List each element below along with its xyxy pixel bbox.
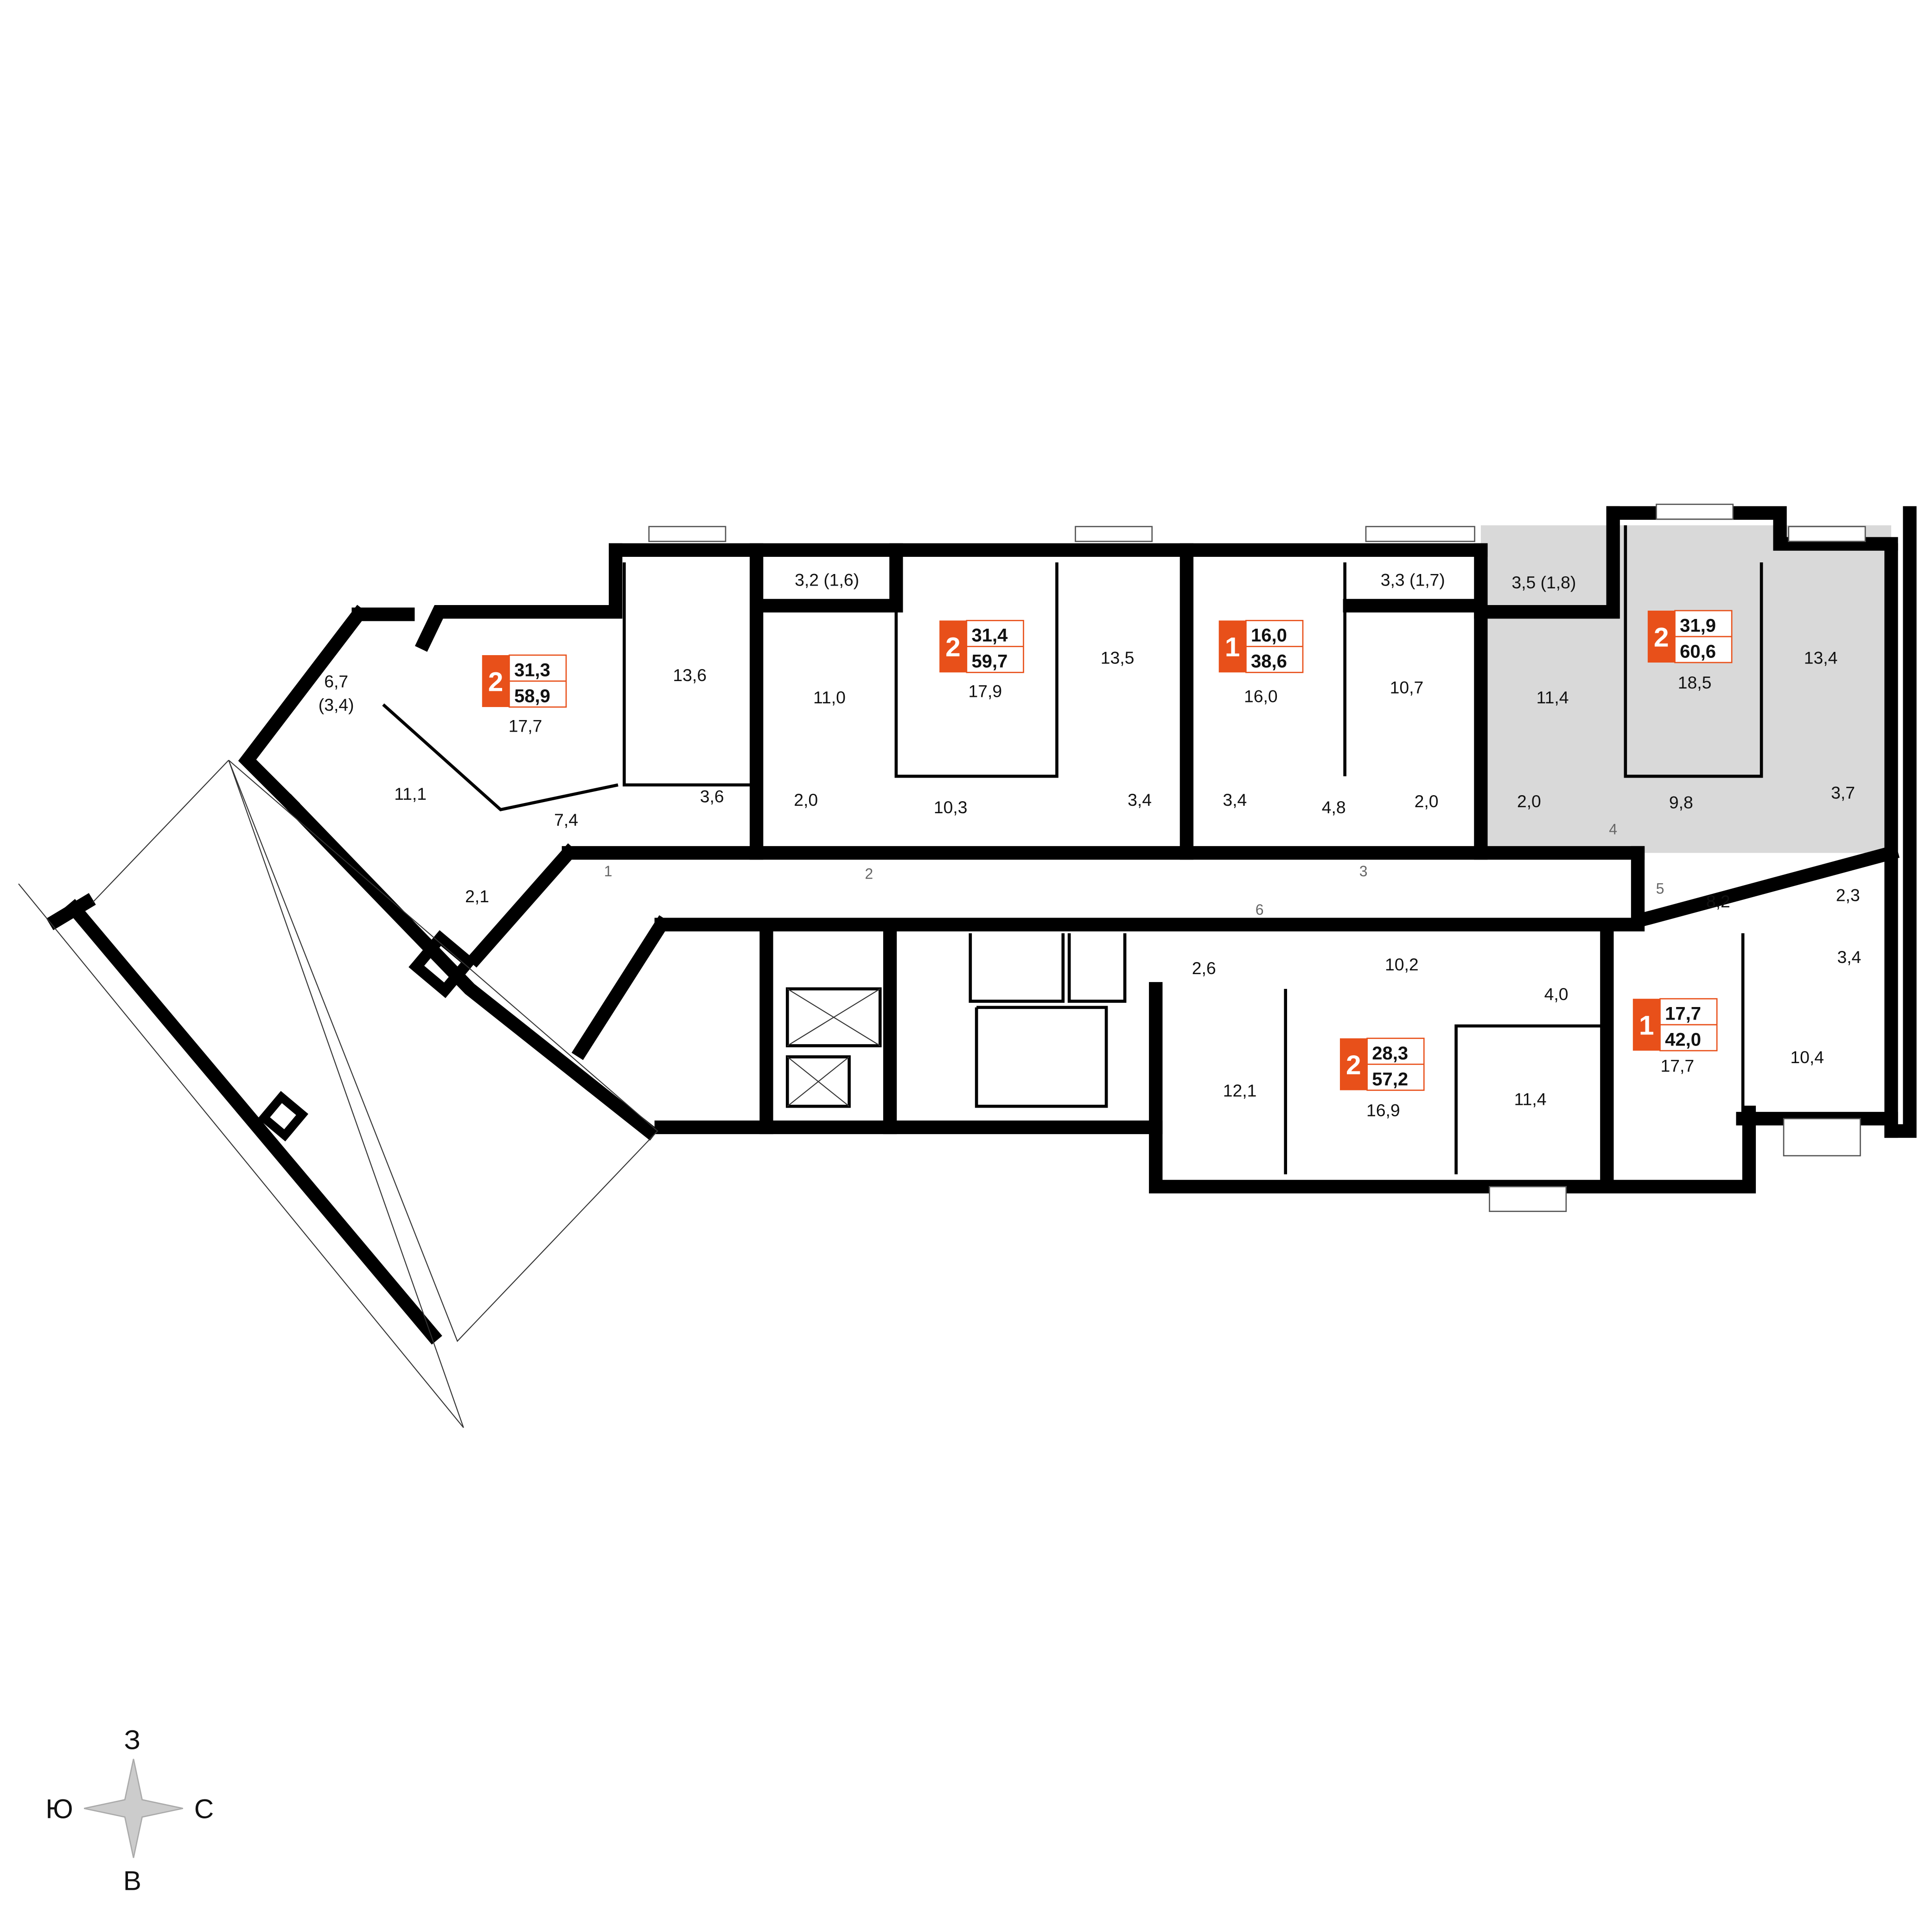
entrance-number: 3 <box>1359 863 1368 880</box>
room-area: 2,0 <box>794 790 818 810</box>
compass-east: С <box>194 1794 214 1824</box>
room-area: 2,6 <box>1192 958 1216 978</box>
apartment-badge[interactable]: 2 28,3 57,2 <box>1339 1038 1425 1091</box>
compass-star-icon <box>84 1759 183 1858</box>
living-area: 31,9 <box>1680 615 1716 636</box>
terrace-outline <box>18 759 658 1428</box>
room-area: 2,0 <box>1517 791 1541 811</box>
room-area: 3,6 <box>700 786 724 806</box>
room-area: 10,2 <box>1385 955 1419 974</box>
entrance-number: 1 <box>604 863 612 880</box>
living-area: 16,0 <box>1251 625 1287 646</box>
total-area: 60,6 <box>1680 641 1716 662</box>
room-area: (3,4) <box>319 695 354 714</box>
entrance-number: 2 <box>865 866 873 882</box>
room-area: 17,7 <box>1660 1056 1694 1075</box>
room-area: 7,4 <box>554 810 578 829</box>
total-area: 58,9 <box>514 686 550 706</box>
room-area: 2,0 <box>1415 791 1439 811</box>
room-area: 13,5 <box>1101 648 1135 668</box>
room-area: 9,8 <box>1669 793 1693 812</box>
apartment-badge[interactable]: 1 17,7 42,0 <box>1632 998 1718 1052</box>
total-area: 38,6 <box>1251 651 1287 672</box>
room-area: 3,3 (1,7) <box>1381 570 1445 590</box>
room-area: 12,1 <box>1223 1081 1257 1100</box>
compass-south: В <box>123 1866 141 1896</box>
room-area: 3,7 <box>1831 783 1855 802</box>
living-area: 31,4 <box>971 625 1008 646</box>
room-area: 11,4 <box>1537 688 1569 707</box>
living-area: 31,3 <box>514 660 550 680</box>
room-area: 4,8 <box>1322 797 1346 817</box>
room-area: 3,2 (1,6) <box>795 570 859 590</box>
selected-apartment-shading-top <box>1480 544 1611 606</box>
room-count: 2 <box>1346 1050 1361 1080</box>
room-area: 10,4 <box>1790 1047 1824 1067</box>
room-area: 13,4 <box>1804 648 1838 668</box>
room-area: 18,5 <box>1678 673 1712 692</box>
living-area: 17,7 <box>1665 1003 1701 1024</box>
room-area: 2,3 <box>1836 886 1860 905</box>
apartment-badge[interactable]: 1 16,0 38,6 <box>1218 620 1304 673</box>
room-area: 16,9 <box>1366 1100 1400 1120</box>
room-count: 1 <box>1639 1010 1654 1040</box>
room-area: 3,4 <box>1837 947 1861 967</box>
room-area: 8,2 <box>1706 892 1730 911</box>
total-area: 59,7 <box>971 651 1007 672</box>
compass-west: Ю <box>45 1794 73 1824</box>
room-area: 16,0 <box>1244 686 1278 706</box>
entrance-number: 4 <box>1609 821 1617 838</box>
room-area: 3,4 <box>1223 790 1247 810</box>
room-area: 13,6 <box>673 665 707 685</box>
room-area: 17,7 <box>509 716 542 735</box>
total-area: 57,2 <box>1372 1069 1408 1090</box>
entrance-number: 6 <box>1256 901 1264 918</box>
windows <box>648 504 1866 1212</box>
apartment-badges: 2 31,3 58,9 2 31,4 59,7 1 16,0 38,6 2 31… <box>482 610 1733 1091</box>
room-area: 11,4 <box>1514 1089 1547 1109</box>
total-area: 42,0 <box>1665 1029 1701 1050</box>
room-area: 10,7 <box>1390 678 1424 697</box>
room-area: 4,0 <box>1544 984 1569 1004</box>
room-count: 1 <box>1225 632 1240 663</box>
compass-north: З <box>124 1725 140 1755</box>
apartment-badge[interactable]: 2 31,3 58,9 <box>482 654 567 708</box>
door-numbers: 1 2 3 4 5 6 <box>604 821 1664 918</box>
entrance-number: 5 <box>1656 880 1664 897</box>
living-area: 28,3 <box>1372 1043 1408 1064</box>
room-area: 3,4 <box>1128 790 1152 810</box>
room-area: 11,0 <box>813 688 846 707</box>
room-area: 17,9 <box>969 682 1002 701</box>
walls <box>46 506 1917 1345</box>
compass: З Ю С В <box>45 1725 214 1896</box>
room-count: 2 <box>945 632 961 663</box>
room-area: 2,1 <box>465 886 489 906</box>
room-area-labels: 6,7 (3,4) 17,7 13,6 11,1 7,4 3,6 2,1 3,2… <box>319 570 1862 1120</box>
partitions <box>382 525 1763 1174</box>
room-area: 6,7 <box>324 671 348 691</box>
apartment-badge[interactable]: 2 31,4 59,7 <box>939 620 1024 673</box>
apartment-badge[interactable]: 2 31,9 60,6 <box>1647 610 1733 663</box>
room-area: 10,3 <box>934 797 968 817</box>
room-area: 11,1 <box>394 784 427 803</box>
room-area: 3,5 (1,8) <box>1511 573 1576 592</box>
room-count: 2 <box>1654 622 1669 652</box>
room-count: 2 <box>488 667 504 697</box>
